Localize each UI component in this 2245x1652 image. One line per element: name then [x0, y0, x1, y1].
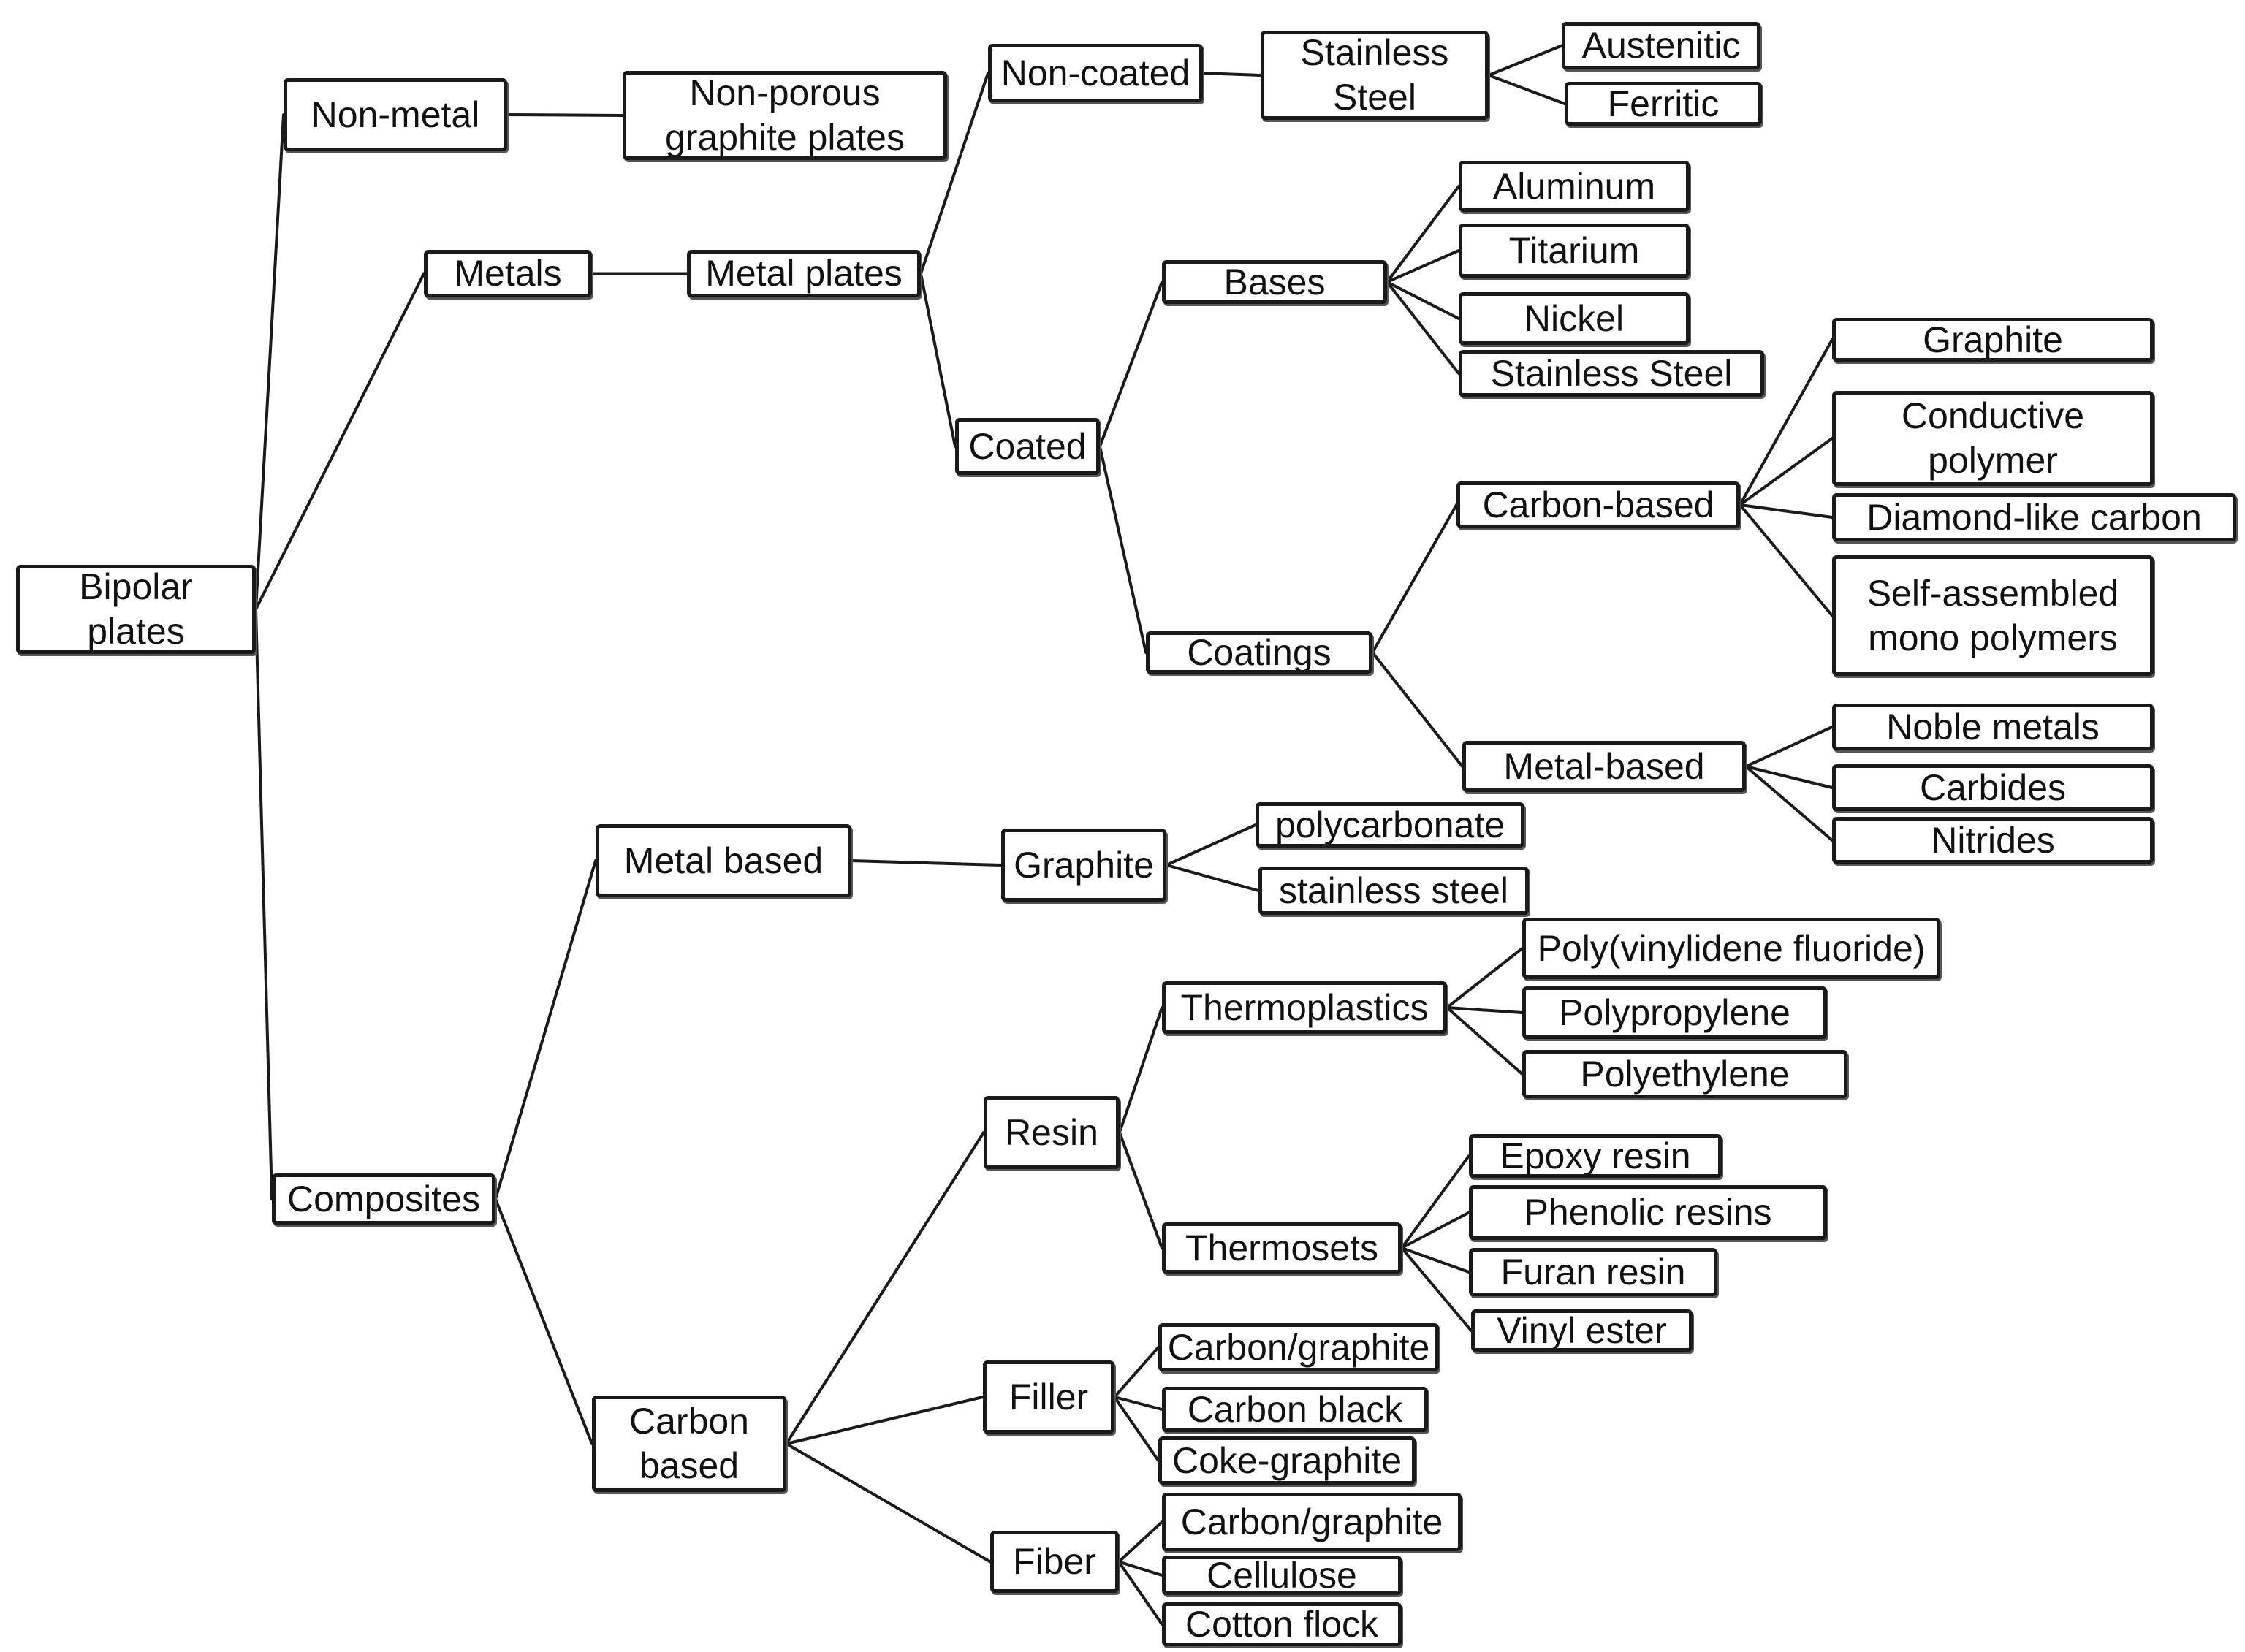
node-furan: Furan resin	[1469, 1248, 1717, 1296]
node-composites: Composites	[272, 1173, 495, 1225]
edge-coatings-carbonbased	[1371, 503, 1458, 654]
edge-noncoated-stainless	[1201, 72, 1262, 77]
node-noble: Noble metals	[1832, 704, 2154, 750]
edge-thermosets-epoxy	[1400, 1154, 1470, 1249]
node-stainless3: stainless steel	[1258, 867, 1529, 915]
edge-bipolar-nonmetal	[254, 113, 285, 611]
edge-thermoplastics-pp	[1446, 1006, 1524, 1014]
edge-carbonbased-condpoly	[1739, 437, 1834, 506]
node-metalbased: Metal based	[596, 824, 851, 897]
edge-carbonbased2-resin	[785, 1131, 985, 1445]
edge-thermoplastics-pvdf	[1446, 947, 1524, 1009]
edge-thermosets-phenolic	[1400, 1211, 1470, 1249]
node-austenitic: Austenitic	[1562, 22, 1760, 69]
node-coated: Coated	[955, 418, 1100, 475]
node-nonmetal: Non-metal	[284, 78, 507, 151]
edge-bases-aluminum	[1386, 185, 1460, 283]
edge-resin-thermosets	[1118, 1131, 1163, 1249]
node-carbonbased2: Carbon based	[592, 1396, 786, 1492]
edge-coated-bases	[1098, 281, 1163, 448]
edge-filler-cblack	[1113, 1396, 1163, 1411]
edge-metalbased-graphite2	[850, 859, 1003, 867]
node-metalplates: Metal plates	[687, 250, 921, 297]
node-nonporous: Non-porous graphite plates	[623, 71, 947, 160]
node-cellulose: Cellulose	[1162, 1556, 1402, 1595]
edge-thermosets-vinyl	[1400, 1246, 1473, 1332]
edge-bases-stainless2	[1386, 281, 1460, 375]
node-aluminum: Aluminum	[1459, 161, 1690, 212]
node-carbides: Carbides	[1832, 764, 2154, 811]
node-pvdf: Poly(vinylidene fluoride)	[1522, 918, 1940, 979]
node-cg1: Carbon/graphite	[1158, 1323, 1439, 1371]
node-graphite2: Graphite	[1001, 829, 1166, 902]
edge-graphite2-stainless3	[1165, 864, 1260, 892]
edge-resin-thermoplastics	[1118, 1006, 1163, 1134]
edge-coated-coatings	[1098, 445, 1147, 654]
node-carbonbased: Carbon-based	[1456, 481, 1740, 528]
edge-thermoplastics-pe	[1446, 1006, 1524, 1076]
edge-carbonbased-graphite1	[1739, 338, 1834, 506]
edge-carbonbased-sam	[1739, 503, 1834, 617]
node-polycarb: polycarbonate	[1256, 802, 1524, 848]
node-resin: Resin	[984, 1096, 1120, 1169]
node-thermoplastics: Thermoplastics	[1162, 981, 1447, 1034]
node-coatings: Coatings	[1146, 631, 1372, 674]
node-titarium: Titarium	[1459, 224, 1690, 278]
edge-graphite2-polycarb	[1165, 823, 1257, 867]
node-cotton: Cotton flock	[1162, 1602, 1402, 1646]
edge-filler-coke	[1113, 1396, 1160, 1462]
edge-bases-titarium	[1386, 249, 1460, 283]
node-pp: Polypropylene	[1522, 986, 1827, 1039]
edge-stainless-austenitic	[1487, 44, 1563, 77]
node-stainless: Stainless Steel	[1261, 31, 1489, 120]
node-dlc: Diamond-like carbon	[1832, 493, 2236, 541]
node-thermosets: Thermosets	[1162, 1222, 1402, 1274]
node-epoxy: Epoxy resin	[1469, 1134, 1722, 1178]
node-nitrides: Nitrides	[1832, 817, 2154, 864]
edge-bipolar-composites	[254, 608, 273, 1200]
node-coke: Coke-graphite	[1158, 1436, 1416, 1485]
edge-bases-nickel	[1386, 281, 1460, 320]
edge-stainless-ferritic	[1487, 74, 1566, 105]
node-metalbased2: Metal-based	[1462, 741, 1746, 792]
edge-metalplates-coated	[919, 272, 957, 448]
edge-fiber-cg2	[1117, 1520, 1163, 1564]
node-noncoated: Non-coated	[988, 44, 1203, 102]
node-condpoly: Conductive polymer	[1832, 391, 2154, 486]
edge-carbonbased-dlc	[1739, 503, 1834, 519]
node-nickel: Nickel	[1459, 292, 1690, 345]
edge-metalbased2-nitrides	[1744, 765, 1834, 842]
edge-metalbased2-carbides	[1744, 765, 1834, 789]
node-cg2: Carbon/graphite	[1162, 1493, 1462, 1551]
node-bipolar: Bipolar plates	[16, 565, 256, 654]
node-stainless2: Stainless Steel	[1459, 350, 1764, 397]
node-metals: Metals	[424, 250, 592, 297]
node-bases: Bases	[1162, 260, 1387, 304]
node-cblack: Carbon black	[1162, 1387, 1428, 1432]
node-ferritic: Ferritic	[1565, 82, 1762, 126]
node-phenolic: Phenolic resins	[1469, 1185, 1827, 1240]
node-pe: Polyethylene	[1522, 1050, 1847, 1098]
node-fiber: Fiber	[990, 1531, 1119, 1593]
edge-metalplates-noncoated	[919, 72, 989, 275]
edge-carbonbased2-fiber	[785, 1442, 992, 1564]
edge-composites-metalbased	[494, 859, 597, 1200]
edge-fiber-cotton	[1117, 1560, 1163, 1626]
edge-thermosets-furan	[1400, 1246, 1470, 1274]
edge-coatings-metalbased2	[1371, 651, 1464, 768]
node-graphite1: Graphite	[1832, 318, 2154, 362]
node-filler: Filler	[983, 1360, 1114, 1434]
node-sam: Self-assembled mono polymers	[1832, 555, 2154, 676]
edge-bipolar-metals	[254, 272, 425, 611]
edge-fiber-cellulose	[1117, 1560, 1163, 1577]
edge-composites-carbonbased2	[494, 1198, 593, 1445]
edge-filler-cg1	[1113, 1346, 1160, 1398]
edge-carbonbased2-filler	[785, 1396, 984, 1445]
node-vinyl: Vinyl ester	[1471, 1309, 1693, 1352]
edge-metalbased2-noble	[1744, 726, 1834, 768]
